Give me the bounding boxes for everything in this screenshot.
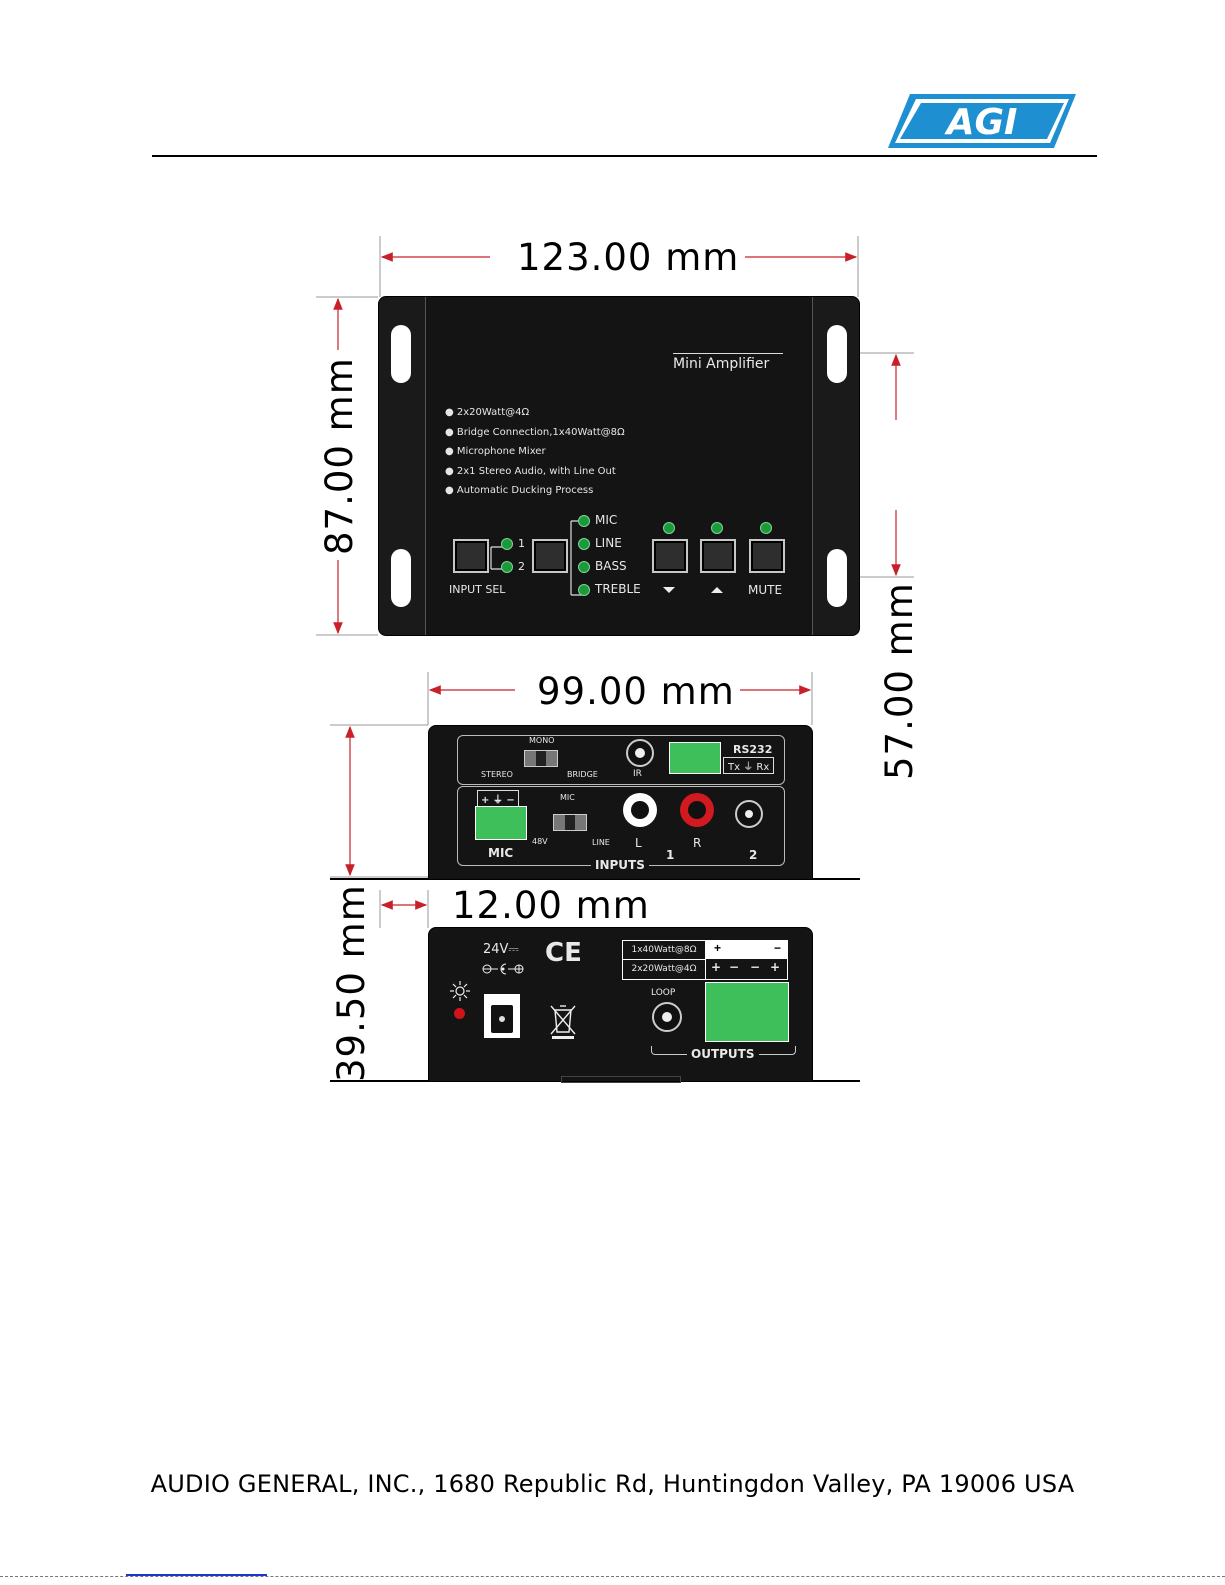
- bottom-vent: [561, 1076, 681, 1083]
- mono-label: MONO: [529, 736, 555, 745]
- inputs-label: INPUTS: [591, 858, 649, 872]
- ce-mark: CE: [545, 938, 582, 968]
- dim-depth: 39.50 mm: [330, 884, 373, 1082]
- mic-pins: + ⏚ −: [477, 790, 519, 807]
- logo-text: AGI: [944, 102, 1018, 143]
- mute-label: MUTE: [748, 583, 783, 597]
- polarity-icon: [482, 963, 524, 975]
- stereo-label: STEREO: [481, 770, 513, 779]
- mode-treble: TREBLE: [595, 582, 641, 596]
- input-2-number: 2: [749, 848, 758, 862]
- output-table: 1x40Watt@8Ω + − 2x20Watt@4Ω + − − +: [622, 940, 788, 980]
- rear-panel: MONO STEREO BRIDGE IR RS232 Tx ⏚ Rx + ⏚ …: [428, 725, 813, 880]
- ir-label: IR: [633, 769, 642, 779]
- feature-list: ● 2x20Watt@4Ω ● Bridge Connection,1x40Wa…: [445, 407, 625, 505]
- rear-upper-section: [457, 735, 785, 785]
- mute-button[interactable]: [749, 539, 785, 573]
- outputs-label: OUTPUTS: [687, 1047, 759, 1061]
- footer-address: AUDIO GENERAL, INC., 1680 Republic Rd, H…: [150, 1470, 1075, 1498]
- mounting-slot: [827, 549, 847, 607]
- watt-8-label: 1x40Watt@8Ω: [623, 941, 706, 960]
- mic-line-switch[interactable]: [553, 814, 587, 831]
- rca-r-label: R: [693, 836, 702, 850]
- speaker-output-terminal[interactable]: [705, 982, 789, 1042]
- pin-label: −: [750, 960, 761, 974]
- header-rule: [152, 155, 1097, 157]
- rca-l-label: L: [635, 836, 642, 850]
- mounting-slot: [391, 325, 411, 383]
- dim-height-right: 57.00 mm: [878, 582, 921, 780]
- mode-button[interactable]: [532, 539, 568, 573]
- feature-item: ● Automatic Ducking Process: [445, 485, 594, 496]
- loop-out-jack[interactable]: [652, 1002, 682, 1032]
- mic-terminal[interactable]: [475, 806, 527, 840]
- treble-led: [578, 584, 590, 596]
- voltage-label: 24V⎓: [483, 942, 519, 957]
- feature-item: ● 2x1 Stereo Audio, with Line Out: [445, 465, 616, 477]
- watt-4-label: 2x20Watt@4Ω: [623, 960, 706, 979]
- mic-led: [578, 515, 590, 527]
- input-sel-button[interactable]: [453, 539, 489, 573]
- product-name: Mini Amplifier: [673, 353, 783, 372]
- side-panel: 24V⎓ CE 1x40Watt@8Ω + − 2x20Watt@4Ω + − …: [428, 927, 813, 1083]
- mounting-slot: [827, 325, 847, 383]
- mode-bass: BASS: [595, 559, 627, 573]
- bass-led: [578, 561, 590, 573]
- volume-up-button[interactable]: [700, 539, 736, 573]
- dc-power-jack[interactable]: [484, 994, 520, 1038]
- bridge-pin-row: + −: [706, 941, 787, 959]
- mic-switch-label: MIC: [560, 793, 575, 802]
- rs232-pins: Tx ⏚ Rx: [723, 757, 775, 774]
- front-panel: Mini Amplifier ● 2x20Watt@4Ω ● Bridge Co…: [378, 296, 860, 636]
- line-led: [578, 538, 590, 550]
- pin-label: +: [711, 960, 722, 974]
- input-2-label: 2: [518, 560, 525, 573]
- input-1-label: 1: [518, 537, 525, 550]
- agi-logo: AGI: [888, 94, 1076, 148]
- stereo-bridge-switch[interactable]: [524, 750, 558, 767]
- input-sel-label: INPUT SEL: [449, 583, 506, 596]
- volume-down-button[interactable]: [652, 539, 688, 573]
- mic-label: MIC: [488, 846, 514, 860]
- side-base-flange: [330, 1072, 860, 1082]
- weee-bin-icon: [550, 1005, 576, 1039]
- ir-jack[interactable]: [626, 739, 654, 767]
- mode-mic: MIC: [595, 513, 618, 527]
- rs232-terminal[interactable]: [669, 742, 721, 774]
- 48v-label: 48V: [532, 837, 548, 846]
- aux-input-jack[interactable]: [735, 800, 763, 828]
- power-sun-icon: [450, 981, 470, 1001]
- dim-width-top: 123.00 mm: [517, 236, 740, 279]
- up-led: [711, 522, 723, 534]
- input-1-number: 1: [666, 848, 675, 862]
- chevron-down-icon: [663, 587, 675, 593]
- page-edge-line: [0, 1576, 1225, 1577]
- dim-ear-width: 12.00 mm: [452, 884, 650, 927]
- input-1-led: [501, 538, 513, 550]
- loop-label: LOOP: [651, 988, 676, 998]
- line-label: LINE: [592, 838, 610, 847]
- mute-led: [760, 522, 772, 534]
- rca-right-jack[interactable]: [680, 793, 714, 827]
- feature-item: ● Bridge Connection,1x40Watt@8Ω: [445, 426, 625, 438]
- dim-height-left: 87.00 mm: [318, 357, 361, 555]
- chevron-up-icon: [711, 587, 723, 593]
- pin-label: −: [729, 960, 740, 974]
- feature-item: ● 2x20Watt@4Ω: [445, 407, 530, 418]
- dim-width-rear: 99.00 mm: [537, 670, 735, 713]
- power-led: [454, 1008, 465, 1019]
- down-led: [663, 522, 675, 534]
- rca-left-jack[interactable]: [623, 793, 657, 827]
- mode-line: LINE: [595, 536, 622, 550]
- rs232-label: RS232: [733, 743, 773, 756]
- feature-item: ● Microphone Mixer: [445, 446, 546, 457]
- input-2-led: [501, 561, 513, 573]
- rear-base-flange: [330, 870, 860, 880]
- bridge-label: BRIDGE: [567, 770, 598, 779]
- pin-label: +: [770, 960, 781, 974]
- footer-link-underline: [126, 1574, 267, 1576]
- mounting-slot: [391, 549, 411, 607]
